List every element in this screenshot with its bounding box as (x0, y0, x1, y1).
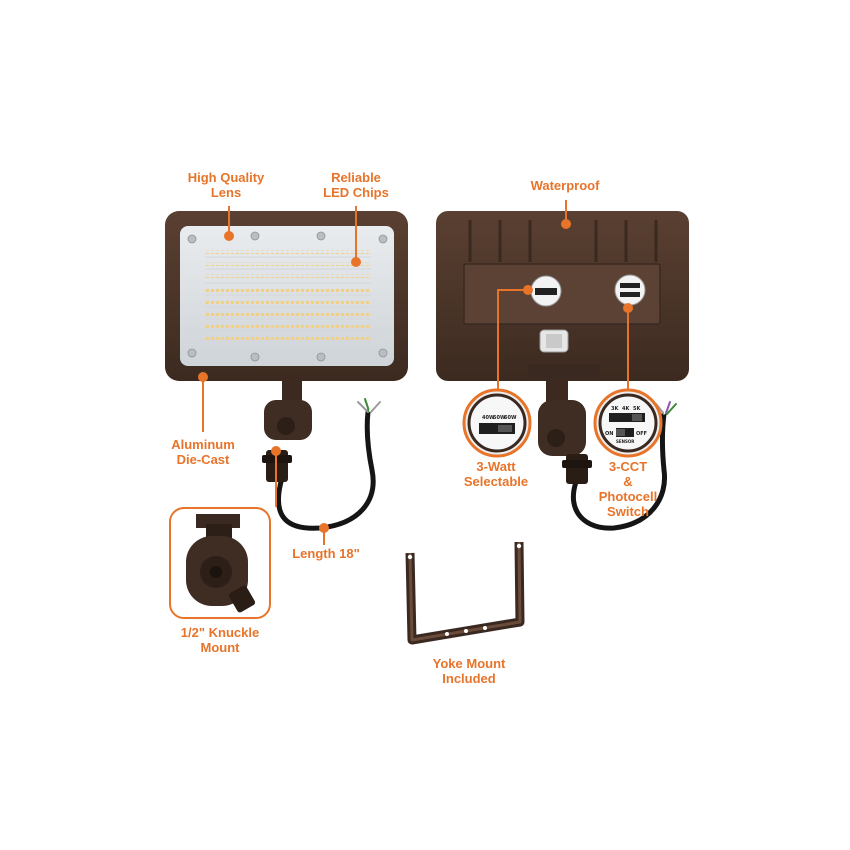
knuckle-label-line2: Mount (200, 640, 240, 655)
back-fixture (436, 211, 689, 531)
cct-label-line1: 3-CCT (608, 459, 648, 474)
cct-option: 3K (611, 406, 619, 412)
led-chips (205, 250, 371, 340)
photocell-off: OFF (636, 431, 647, 437)
knuckle-label-line1: 1/2" Knuckle (180, 625, 260, 640)
sensor-caption: SENSOR (616, 439, 634, 444)
photocell-on: ON (605, 431, 613, 437)
knuckle-detail (169, 507, 271, 619)
cct-label-line3: Photocell (598, 489, 658, 504)
cable-length-label: Length 18" (276, 546, 376, 561)
waterproof-label: Waterproof (510, 178, 620, 193)
wattage-label-line1: 3-Watt (476, 459, 516, 474)
housing-label: Aluminum Die-Cast (153, 437, 253, 467)
wattage-label: 3-Watt Selectable (448, 459, 544, 489)
wattage-switch-zoom: 40W 50W 60W (462, 388, 532, 458)
wattage-label-line2: Selectable (463, 474, 529, 489)
cct-option: 5K (633, 406, 641, 412)
led-chips-label-line2: LED Chips (323, 185, 389, 200)
cct-label-line2: & (623, 474, 633, 489)
wattage-option: 50W (493, 415, 506, 421)
knuckle-label: 1/2" Knuckle Mount (160, 625, 280, 655)
waterproof-text: Waterproof (530, 178, 600, 193)
housing-label-line1: Aluminum (171, 437, 235, 452)
lens-label-line1: High Quality (187, 170, 265, 185)
led-chips-label-line1: Reliable (331, 170, 381, 185)
cct-switch-zoom: 3K 4K 5K ON OFF SENSOR (593, 388, 663, 458)
front-fixture (165, 211, 408, 531)
callout-lines (202, 200, 629, 545)
lens-label-line2: Lens (210, 185, 242, 200)
cable-length-text: Length 18" (292, 546, 360, 561)
lens-label: High Quality Lens (171, 170, 281, 200)
led-chips-label: Reliable LED Chips (306, 170, 406, 200)
yoke-label-line1: Yoke Mount (432, 656, 506, 671)
housing-label-line2: Die-Cast (176, 452, 230, 467)
wattage-option: 60W (504, 415, 517, 421)
wattage-option: 40W (482, 415, 495, 421)
yoke-label: Yoke Mount Included (414, 656, 524, 686)
cct-label: 3-CCT & Photocell Switch (583, 459, 673, 519)
yoke-label-line2: Included (442, 671, 496, 686)
yoke-bracket (405, 541, 525, 645)
cct-label-line4: Switch (607, 504, 649, 519)
cct-option: 4K (622, 406, 630, 412)
